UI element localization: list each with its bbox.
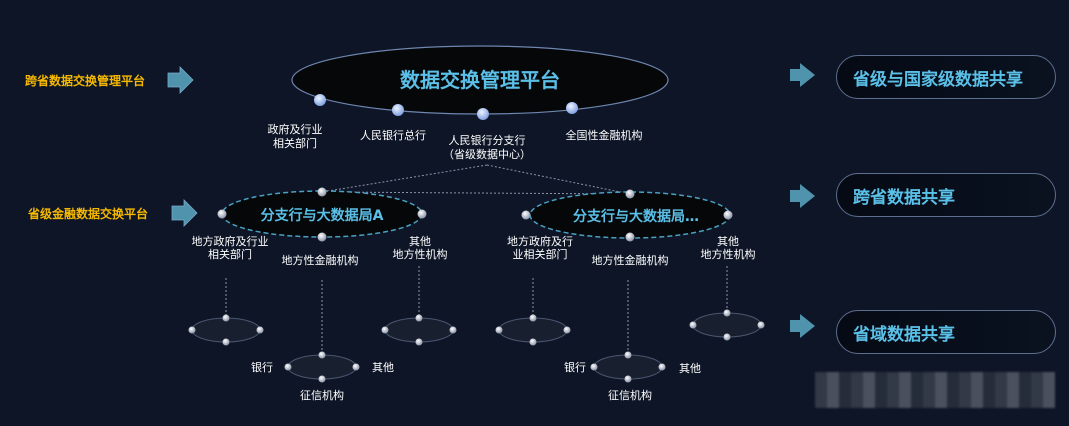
mid-label: 业相关部门 — [513, 247, 568, 261]
local-group-ellipse — [384, 317, 454, 343]
node[interactable] — [256, 326, 264, 334]
bottom-label: 其他 — [679, 362, 701, 375]
node[interactable] — [563, 326, 571, 334]
mid-label: 地方性金融机构 — [592, 253, 669, 267]
bottom-label: 银行 — [564, 360, 586, 374]
node[interactable] — [314, 94, 326, 106]
side-label-provincial: 省级金融数据交换平台 — [27, 206, 148, 221]
node[interactable] — [415, 314, 423, 322]
arrow-icon — [790, 314, 815, 338]
node[interactable] — [318, 375, 326, 383]
node[interactable] — [381, 326, 389, 334]
pill-provincial-sharing: 省域数据共享 — [836, 310, 1056, 354]
node[interactable] — [318, 351, 326, 359]
local-group-ellipse — [593, 354, 663, 380]
top-node-label: 人民银行总行 — [360, 128, 426, 142]
bottom-label: 其他 — [372, 361, 394, 374]
mid-platform-title: 分支行与大数据局… — [573, 208, 699, 225]
pixelated-watermark — [815, 372, 1055, 408]
top-platform-title: 数据交换管理平台 — [400, 68, 560, 92]
node[interactable] — [392, 104, 404, 116]
pill-cross-province-sharing: 跨省数据共享 — [836, 173, 1056, 217]
node[interactable] — [689, 321, 697, 329]
local-group-ellipse — [287, 354, 357, 380]
top-nodes — [314, 94, 578, 120]
node[interactable] — [352, 363, 360, 371]
mid-label: 地方性金融机构 — [282, 253, 359, 267]
bottom-label: 征信机构 — [300, 388, 344, 402]
top-node-label: 政府及行业 — [268, 122, 323, 136]
node[interactable] — [624, 351, 632, 359]
local-group-ellipse — [191, 317, 261, 343]
top-node-label: 相关部门 — [273, 136, 317, 150]
top-node-label: （省级数据中心） — [443, 147, 531, 161]
node[interactable] — [415, 338, 423, 346]
node[interactable] — [566, 102, 578, 114]
node[interactable] — [624, 375, 632, 383]
mid-label: 相关部门 — [208, 247, 252, 261]
node[interactable] — [529, 314, 537, 322]
bottom-label: 银行 — [251, 360, 273, 374]
arrow-icon — [790, 63, 815, 87]
arrow-icon — [171, 199, 198, 227]
arrow-icon — [167, 66, 194, 94]
mid-label: 地方性机构 — [701, 247, 756, 261]
mid-platform-title: 分支行与大数据局A — [261, 207, 384, 224]
pill-national-sharing: 省级与国家级数据共享 — [836, 55, 1056, 99]
mid-label: 其他 — [409, 235, 431, 248]
top-node-label: 人民银行分支行 — [449, 133, 526, 147]
node[interactable] — [658, 363, 666, 371]
side-label-cross-province: 跨省数据交换管理平台 — [25, 73, 145, 88]
node[interactable] — [449, 326, 457, 334]
node[interactable] — [477, 108, 489, 120]
mid-platform-a: 分支行与大数据局A — [217, 187, 427, 242]
local-group-ellipse — [498, 317, 568, 343]
node[interactable] — [723, 309, 731, 317]
mid-label: 地方政府及行业 — [192, 234, 269, 248]
node[interactable] — [590, 363, 598, 371]
local-node-groups — [188, 309, 765, 383]
mid-label: 地方性机构 — [393, 247, 448, 261]
node[interactable] — [222, 338, 230, 346]
node[interactable] — [529, 338, 537, 346]
connector-lines — [225, 164, 728, 355]
node[interactable] — [757, 321, 765, 329]
node[interactable] — [284, 363, 292, 371]
node[interactable] — [222, 314, 230, 322]
top-node-label: 全国性金融机构 — [566, 128, 643, 142]
bottom-label: 征信机构 — [608, 388, 652, 402]
node[interactable] — [495, 326, 503, 334]
node[interactable] — [723, 333, 731, 341]
mid-platform-b: 分支行与大数据局… — [521, 189, 733, 242]
arrow-icon — [790, 184, 815, 208]
mid-label: 其他 — [717, 235, 739, 248]
node[interactable] — [188, 326, 196, 334]
local-group-ellipse — [692, 312, 762, 338]
mid-label: 地方政府及行 — [507, 234, 573, 248]
